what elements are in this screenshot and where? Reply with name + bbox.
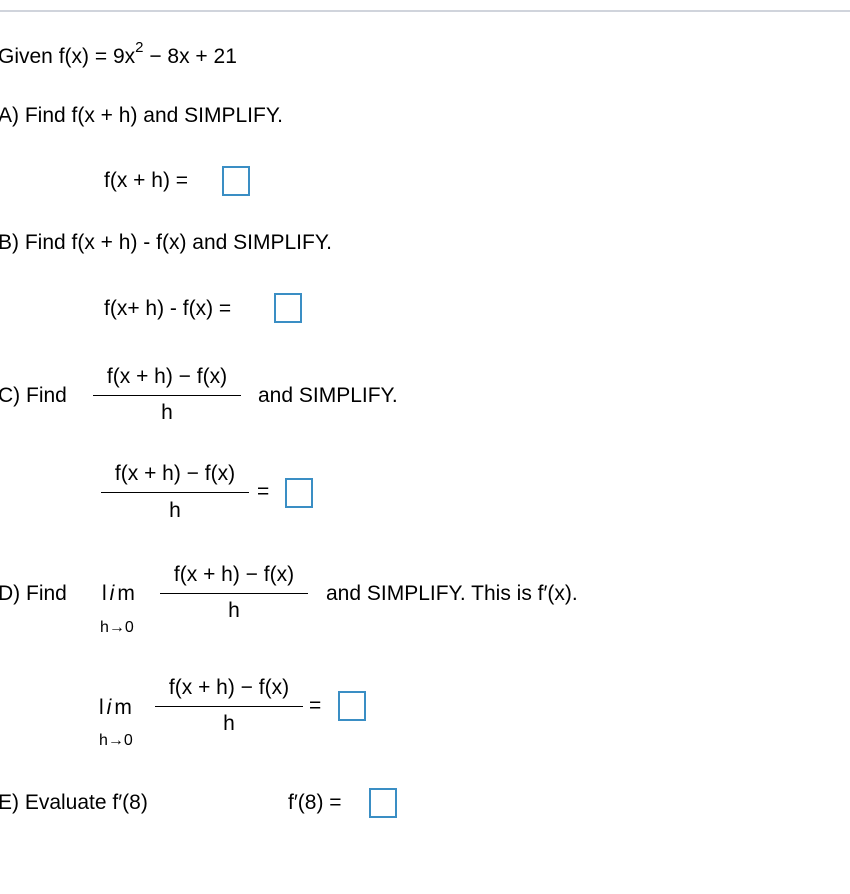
given-suffix: − 8x + 21	[143, 45, 237, 68]
part-d-answer-denominator: h	[223, 712, 235, 735]
part-b-lhs: f(x+ h) - f(x) =	[104, 297, 232, 320]
part-d-numerator: f(x + h) − f(x)	[173, 563, 295, 586]
fraction-bar	[101, 492, 249, 493]
part-d-denominator: h	[228, 599, 240, 622]
part-d-equals: =	[309, 694, 322, 717]
given-function: Given f(x) = 9x2 − 8x + 21	[0, 39, 237, 71]
lim-i: i	[106, 696, 115, 719]
part-d-prompt-tail: and SIMPLIFY. This is f′(x).	[326, 582, 578, 605]
part-d-answer-lim-subscript: h→0	[99, 732, 133, 749]
lim-i: i	[109, 582, 118, 605]
part-d-answer-fraction: f(x + h) − f(x) h	[155, 676, 303, 738]
fraction-bar	[93, 395, 241, 396]
fraction-bar	[155, 706, 303, 707]
part-c-answer-box[interactable]	[285, 478, 313, 508]
lim-l: l	[99, 696, 107, 719]
part-b-prompt: B) Find f(x + h) - f(x) and SIMPLIFY.	[0, 231, 332, 254]
part-d-fraction: f(x + h) − f(x) h	[160, 563, 308, 625]
part-e-prompt: E) Evaluate f′(8)	[0, 791, 148, 814]
part-d-answer-numerator: f(x + h) − f(x)	[168, 676, 290, 699]
part-c-answer-denominator: h	[169, 499, 181, 522]
part-d-lim: lim	[102, 582, 138, 606]
part-c-numerator: f(x + h) − f(x)	[106, 365, 228, 388]
part-c-equals: =	[257, 480, 270, 503]
part-d-lim-subscript: h→0	[100, 619, 134, 636]
part-c-prompt-tail: and SIMPLIFY.	[258, 384, 398, 407]
part-c-fraction: f(x + h) − f(x) h	[93, 365, 241, 427]
part-c-answer-fraction: f(x + h) − f(x) h	[101, 462, 249, 524]
part-d-answer-lim: lim	[99, 696, 135, 720]
part-a-lhs: f(x + h) =	[104, 169, 189, 192]
given-prefix: Given f(x) = 9x	[0, 45, 136, 68]
part-a-answer-box[interactable]	[222, 166, 250, 196]
fraction-bar	[160, 593, 308, 594]
lim-m: m	[114, 696, 135, 719]
lim-l: l	[102, 582, 110, 605]
part-e-answer-box[interactable]	[369, 788, 397, 818]
part-d-prompt-lead: D) Find	[0, 582, 67, 605]
part-d-answer-box[interactable]	[338, 691, 366, 721]
given-exponent: 2	[135, 39, 144, 56]
top-divider	[0, 10, 850, 12]
part-c-answer-numerator: f(x + h) − f(x)	[114, 462, 236, 485]
part-e-lhs: f′(8) =	[288, 791, 342, 814]
part-c-prompt-lead: C) Find	[0, 384, 67, 407]
part-b-answer-box[interactable]	[274, 293, 302, 323]
lim-m: m	[117, 582, 138, 605]
part-a-prompt: A) Find f(x + h) and SIMPLIFY.	[0, 104, 283, 127]
part-c-denominator: h	[161, 401, 173, 424]
